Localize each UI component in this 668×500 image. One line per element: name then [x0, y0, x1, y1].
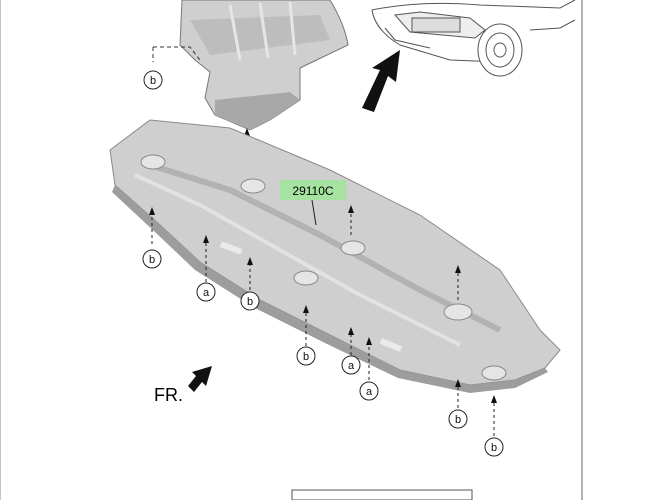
part-number-label[interactable]: 29110C — [292, 184, 333, 198]
callout-b4[interactable]: b — [296, 346, 316, 366]
callout-a3[interactable]: a — [359, 381, 379, 401]
callout-b3-letter: b — [247, 296, 253, 308]
leader-b1 — [152, 46, 201, 62]
leader-arrowheads — [149, 205, 497, 403]
callout-a1[interactable]: a — [196, 282, 216, 302]
bottom-table-stub — [291, 489, 473, 500]
callout-a2[interactable]: a — [341, 355, 361, 375]
callout-b2[interactable]: b — [142, 249, 162, 269]
leader-lines — [151, 208, 495, 436]
callout-b4-letter: b — [303, 351, 309, 363]
callout-b6[interactable]: b — [484, 437, 504, 457]
callout-a2-letter: a — [348, 360, 355, 372]
callout-b2-letter: b — [149, 254, 155, 266]
callout-b3[interactable]: b — [240, 291, 260, 311]
callout-b5[interactable]: b — [448, 409, 468, 429]
front-direction-arrow-icon — [188, 366, 212, 392]
callout-a3-letter: a — [366, 386, 373, 398]
callout-b5-letter: b — [455, 414, 461, 426]
locator-pointer-arrow — [362, 50, 400, 112]
part-label-highlight — [280, 180, 346, 200]
front-indicator-label: FR. — [154, 385, 183, 405]
upper-cover-part — [179, 0, 349, 131]
callout-b6-letter: b — [491, 442, 497, 454]
callout-b1[interactable]: b — [143, 70, 163, 90]
under-cover-part — [109, 119, 561, 393]
callout-b1-letter: b — [150, 75, 156, 87]
callout-a1-letter: a — [203, 287, 210, 299]
vehicle-locator-sketch — [371, 0, 576, 77]
part-label-leader — [311, 199, 317, 226]
